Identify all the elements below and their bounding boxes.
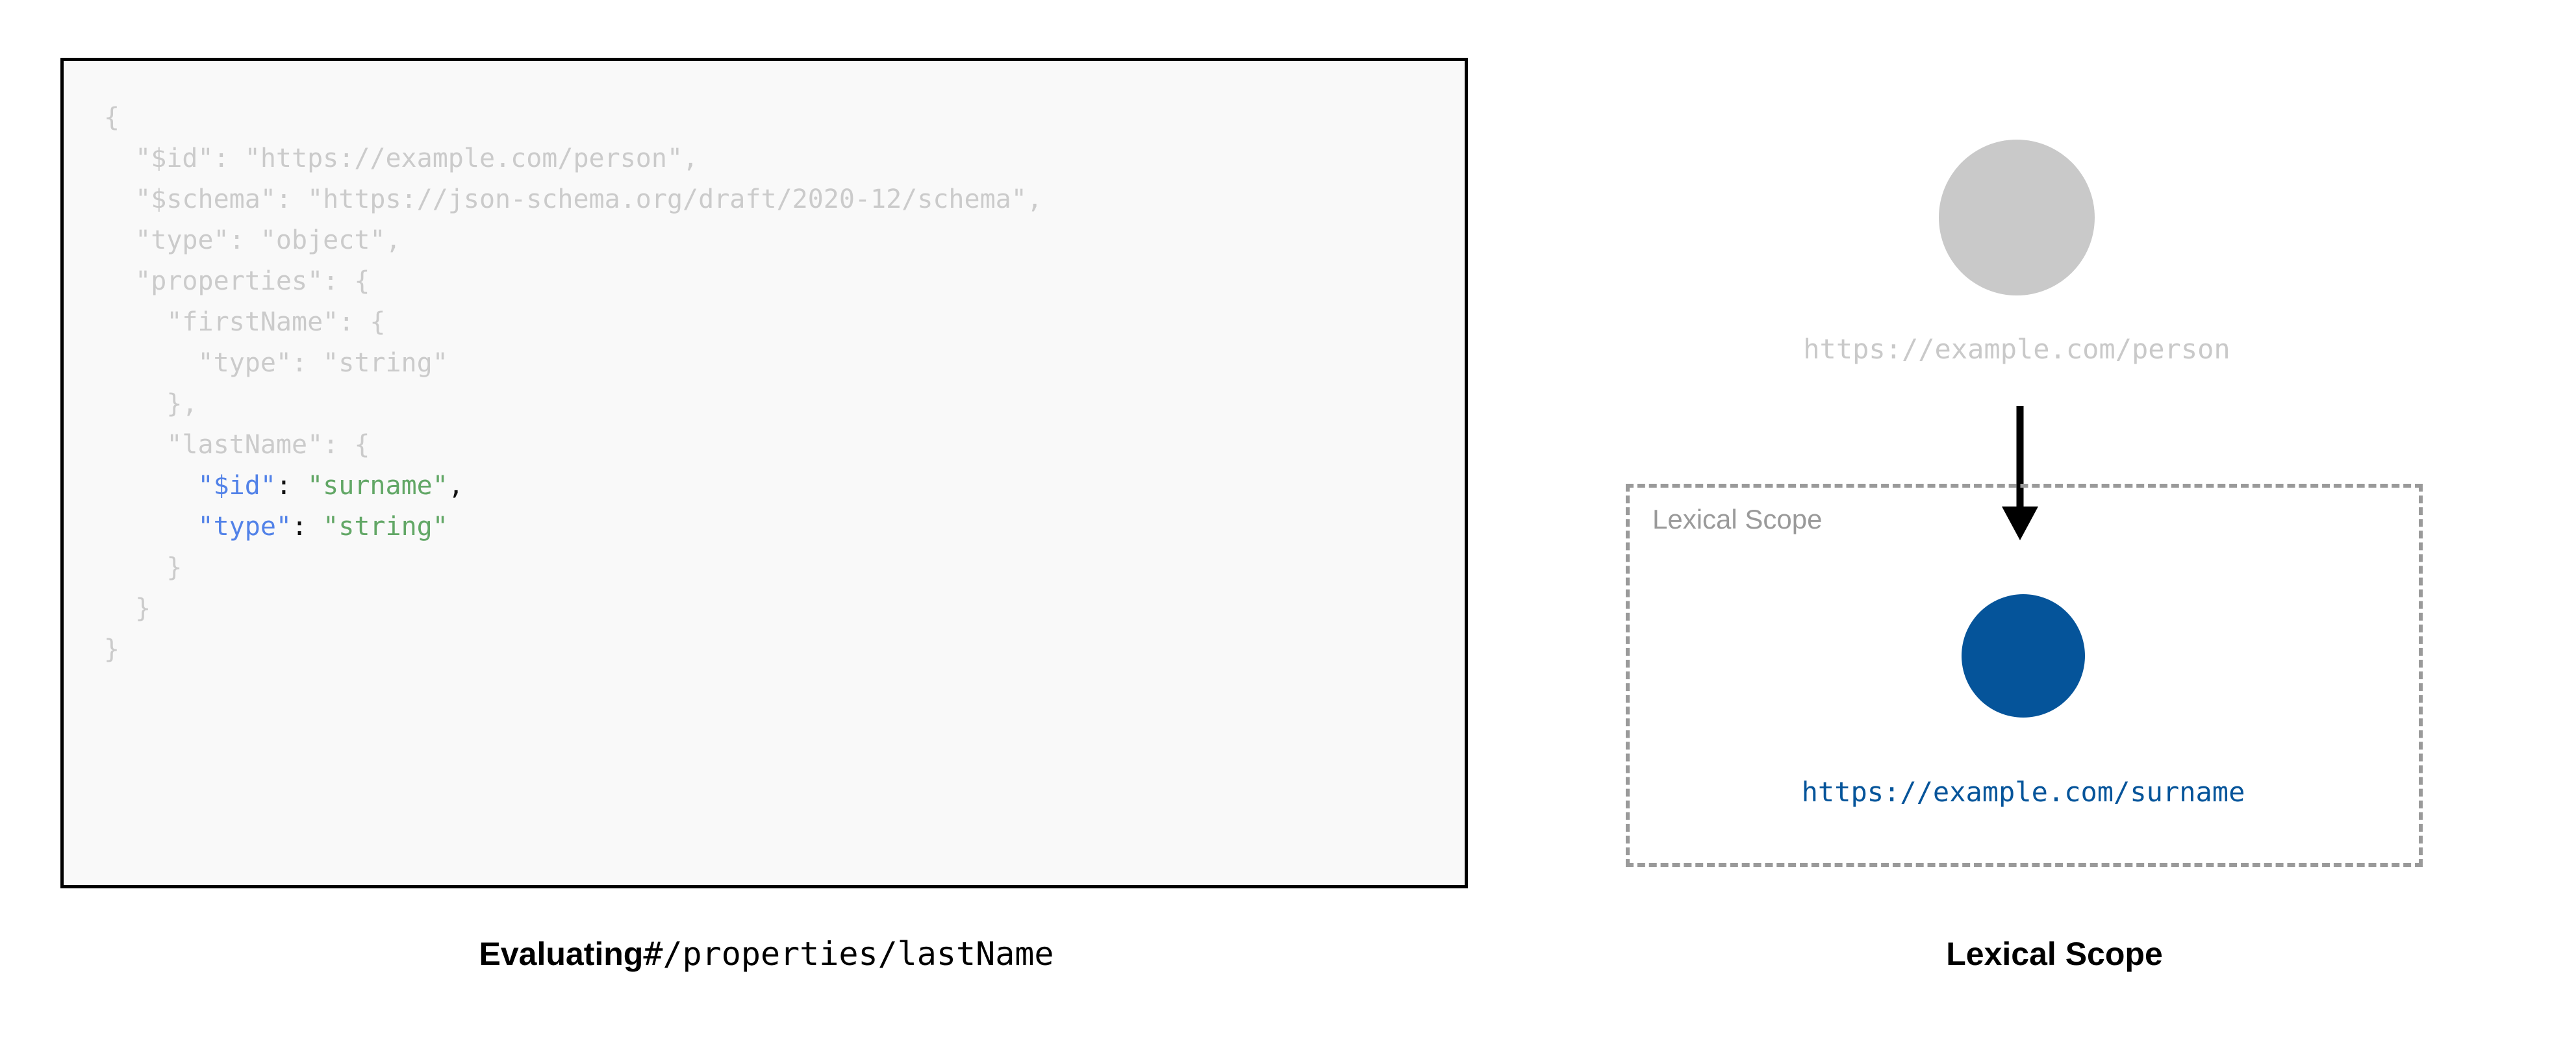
code-text: "type": "string"	[104, 348, 448, 378]
code-text: "lastName": {	[104, 430, 370, 460]
code-text: },	[104, 389, 198, 419]
code-text: "$schema": "https://json-schema.org/draf…	[104, 184, 1042, 214]
right-caption: Lexical Scope	[1946, 936, 2163, 972]
code-indent	[104, 512, 198, 542]
lexical-scope-boundary-box: Lexical Scope	[1626, 484, 2423, 867]
child-schema-node-circle	[1962, 594, 2085, 718]
code-key: "$id"	[197, 471, 276, 501]
code-text: }	[104, 594, 151, 623]
code-text: {	[104, 103, 120, 132]
code-line: "properties": {	[104, 261, 1042, 302]
parent-schema-node-circle	[1939, 140, 2095, 295]
schema-code-panel: { "$id": "https://example.com/person", "…	[0, 58, 1533, 973]
code-line: "$id": "surname",	[104, 466, 1042, 507]
code-line: }	[104, 629, 1042, 670]
left-caption-pointer-path: #/properties/lastName	[643, 935, 1054, 973]
lexical-scope-box-label: Lexical Scope	[1652, 504, 1823, 534]
code-line: }	[104, 547, 1042, 588]
code-punctuation: ,	[448, 471, 464, 501]
child-schema-node-label: https://example.com/surname	[1801, 776, 2245, 808]
code-text: "$id": "https://example.com/person",	[104, 144, 699, 173]
code-line: "firstName": {	[104, 302, 1042, 343]
code-text: }	[104, 553, 183, 582]
code-text: }	[104, 634, 120, 664]
code-text: "type": "object",	[104, 225, 401, 255]
json-schema-code-listing: { "$id": "https://example.com/person", "…	[104, 97, 1042, 670]
code-line: "$id": "https://example.com/person",	[104, 138, 1042, 179]
code-string-value: "string"	[323, 512, 448, 542]
code-text: "properties": {	[104, 266, 370, 296]
scope-arrow-icon	[2002, 406, 2038, 540]
left-caption-bold-text: Evaluating	[479, 936, 644, 972]
code-punctuation: :	[292, 512, 323, 542]
lexical-scope-diagram-panel: https://example.com/person Lexical Scope…	[1533, 0, 2576, 1039]
code-text: "firstName": {	[104, 307, 386, 337]
code-key: "type"	[197, 512, 292, 542]
parent-schema-node-label: https://example.com/person	[1803, 333, 2230, 365]
code-line: "type": "object",	[104, 220, 1042, 261]
code-line: "$schema": "https://json-schema.org/draf…	[104, 179, 1042, 220]
code-punctuation: :	[275, 471, 308, 501]
json-schema-code-box: { "$id": "https://example.com/person", "…	[60, 58, 1468, 888]
code-line: },	[104, 384, 1042, 425]
code-line: "type": "string"	[104, 507, 1042, 547]
code-line: }	[104, 588, 1042, 629]
left-caption: Evaluating#/properties/lastName	[0, 935, 1533, 973]
code-line: {	[104, 97, 1042, 138]
code-indent	[104, 471, 198, 501]
code-string-value: "surname"	[307, 471, 448, 501]
code-line: "lastName": {	[104, 425, 1042, 466]
code-line: "type": "string"	[104, 343, 1042, 384]
